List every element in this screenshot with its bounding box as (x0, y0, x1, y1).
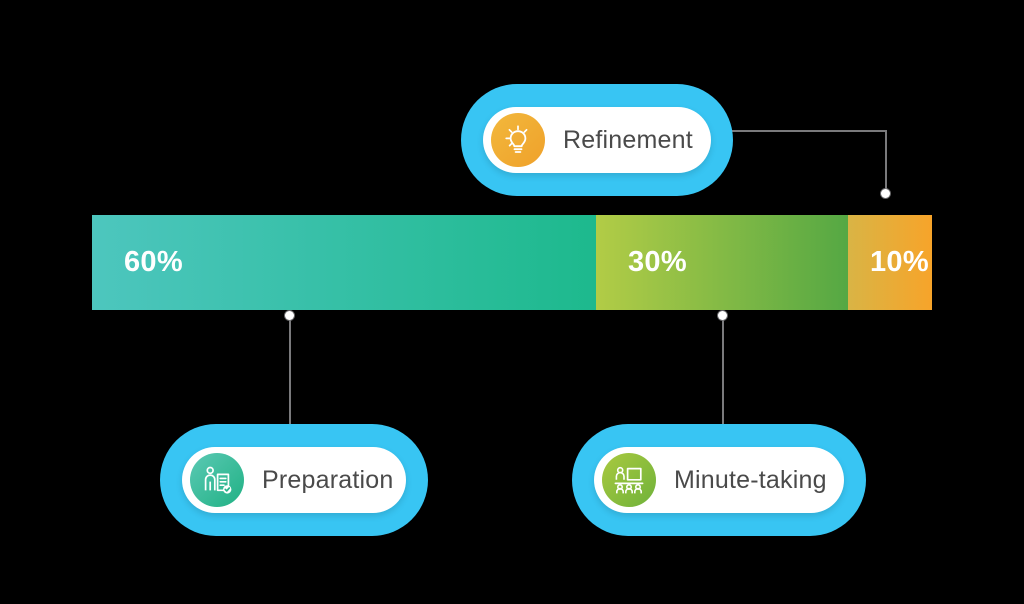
bar-segment-preparation[interactable]: 60% (92, 215, 596, 310)
callout-pill-refinement-inner[interactable]: Refinement (483, 107, 711, 173)
connector-dot-minute-taking (718, 311, 727, 320)
connector-minute-taking-vertical (722, 316, 724, 433)
connector-refinement-horizontal (729, 130, 887, 132)
connector-refinement-vertical (885, 130, 887, 194)
bar-segment-value-preparation: 60% (124, 246, 183, 278)
callout-pill-minute-taking[interactable]: Minute-taking (572, 424, 866, 536)
connector-dot-refinement (881, 189, 890, 198)
bar-segment-minute-taking[interactable]: 30% (596, 215, 848, 310)
callout-pill-preparation-label: Preparation (262, 465, 394, 494)
callout-pill-minute-taking-inner[interactable]: Minute-taking (594, 447, 844, 513)
callout-pill-refinement[interactable]: Refinement (461, 84, 733, 196)
callout-pill-refinement-label: Refinement (563, 125, 693, 154)
presentation-audience-icon (602, 453, 656, 507)
callout-pill-minute-taking-label: Minute-taking (674, 465, 827, 494)
stacked-distribution-bar: 60% 30% 10% (92, 215, 932, 310)
person-checklist-icon (190, 453, 244, 507)
callout-pill-preparation[interactable]: Preparation (160, 424, 428, 536)
bar-segment-value-refinement: 10% (870, 246, 929, 278)
bar-segment-value-minute-taking: 30% (628, 246, 687, 278)
connector-preparation-vertical (289, 316, 291, 433)
connector-dot-preparation (285, 311, 294, 320)
bar-segment-refinement[interactable]: 10% (848, 215, 932, 310)
callout-pill-preparation-inner[interactable]: Preparation (182, 447, 406, 513)
lightbulb-icon (491, 113, 545, 167)
